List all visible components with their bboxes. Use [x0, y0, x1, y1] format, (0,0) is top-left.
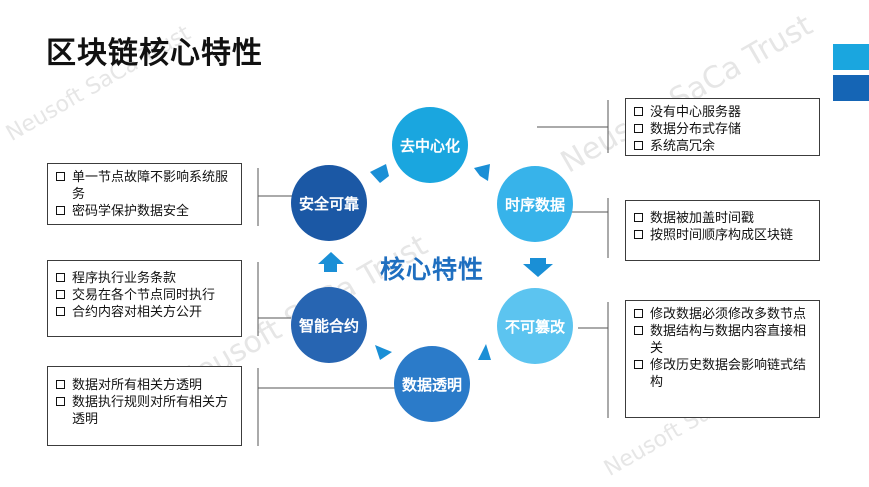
node-smart-contract: 智能合约: [291, 287, 367, 363]
list-item: 数据结构与数据内容直接相关: [634, 323, 811, 357]
list-item: 数据执行规则对所有相关方透明: [56, 394, 233, 428]
list-item: 修改历史数据会影响链式结构: [634, 357, 811, 391]
list-item: 按照时间顺序构成区块链: [634, 227, 811, 244]
box-smart-contract: 程序执行业务条款 交易在各个节点同时执行 合约内容对相关方公开: [47, 260, 242, 337]
page-title: 区块链核心特性: [46, 36, 263, 71]
list-item: 密码学保护数据安全: [56, 203, 233, 220]
box-transparency: 数据对所有相关方透明 数据执行规则对所有相关方透明: [47, 366, 242, 446]
list-item: 交易在各个节点同时执行: [56, 287, 233, 304]
node-transparency: 数据透明: [394, 346, 470, 422]
list-item: 数据对所有相关方透明: [56, 377, 233, 394]
accent-bar-top: [833, 44, 869, 70]
node-timeseries: 时序数据: [497, 166, 573, 242]
arrow-icon: [474, 164, 490, 181]
list-item: 程序执行业务条款: [56, 270, 233, 287]
node-immutable: 不可篡改: [497, 288, 573, 364]
list-item: 单一节点故障不影响系统服务: [56, 169, 233, 203]
arrow-icon: [478, 344, 491, 360]
node-security: 安全可靠: [291, 165, 367, 241]
list-item: 数据分布式存储: [634, 121, 811, 138]
box-timeseries: 数据被加盖时间戳 按照时间顺序构成区块链: [625, 200, 820, 261]
box-immutable: 修改数据必须修改多数节点 数据结构与数据内容直接相关 修改历史数据会影响链式结构: [625, 300, 820, 418]
accent-bar-bottom: [833, 75, 869, 101]
list-item: 修改数据必须修改多数节点: [634, 306, 811, 323]
center-label: 核心特性: [380, 255, 485, 284]
box-security: 单一节点故障不影响系统服务 密码学保护数据安全: [47, 163, 242, 225]
list-item: 系统高冗余: [634, 138, 811, 155]
arrow-icon: [370, 164, 389, 183]
box-decentralized: 没有中心服务器 数据分布式存储 系统高冗余: [625, 98, 820, 156]
node-decentralized: 去中心化: [392, 107, 468, 183]
list-item: 数据被加盖时间戳: [634, 210, 811, 227]
arrow-icon: [318, 252, 344, 272]
arrow-icon: [523, 258, 553, 277]
list-item: 没有中心服务器: [634, 104, 811, 121]
list-item: 合约内容对相关方公开: [56, 304, 233, 321]
arrow-icon: [375, 345, 392, 360]
